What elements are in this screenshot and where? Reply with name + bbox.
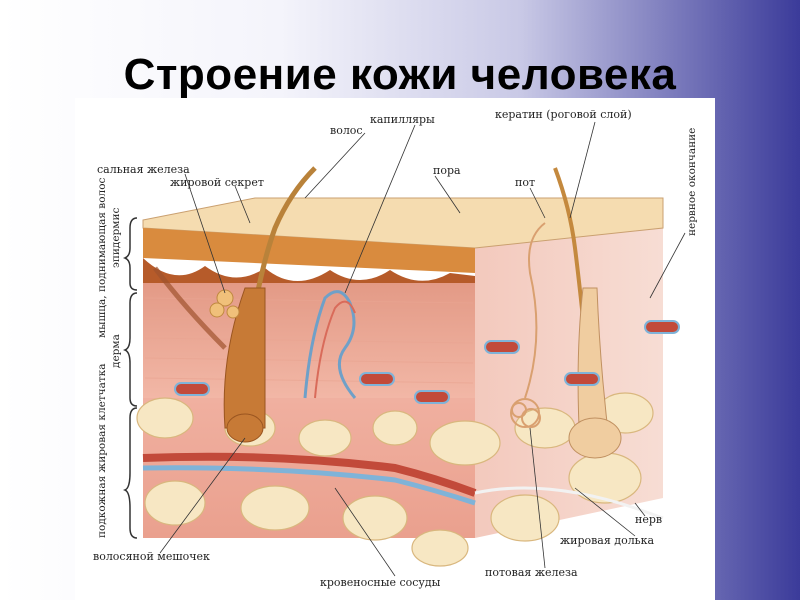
sweat-gland	[510, 222, 546, 428]
label-sebaceous-gland: сальная железа	[97, 163, 190, 176]
label-blood-vessels: кровеносные сосуды	[320, 576, 441, 589]
nerve	[474, 486, 664, 520]
vessel-cross-sections	[174, 320, 680, 404]
label-keratin: кератин (роговой слой)	[495, 108, 632, 121]
label-nerve: нерв	[635, 513, 662, 526]
blood-vessels	[142, 452, 477, 506]
label-epidermis: эпидермис	[110, 208, 122, 268]
label-hair: волос	[330, 124, 363, 137]
label-arrector-muscle: мышца, поднимающая волос	[96, 177, 108, 338]
slide-title: Строение кожи человека	[123, 50, 677, 99]
label-sweat-gland: потовая железа	[485, 566, 578, 579]
label-pore: пора	[433, 164, 461, 177]
leader-lines	[159, 121, 686, 577]
label-capillaries: капилляры	[370, 113, 435, 126]
skin-structure-diagram: волос капилляры кератин (роговой слой) с…	[75, 98, 715, 600]
skin-illustration: волос капилляры кератин (роговой слой) с…	[93, 108, 698, 589]
sebaceous-gland	[209, 289, 240, 319]
hair-follicle	[223, 287, 266, 429]
capillaries	[303, 290, 357, 399]
label-fat-lobule: жировая долька	[560, 534, 655, 547]
label-sweat: пот	[515, 176, 535, 189]
layer-braces	[122, 217, 138, 539]
label-nerve-ending: нервное окончание	[686, 128, 698, 236]
label-subcutaneous: подкожная жировая клетчатка	[96, 364, 108, 538]
arrector-muscle	[153, 266, 227, 350]
label-dermis: дерма	[110, 334, 122, 368]
label-sebum: жировой секрет	[170, 176, 264, 189]
label-hair-follicle: волосяной мешочек	[93, 550, 210, 563]
epidermis-layer	[143, 228, 475, 273]
